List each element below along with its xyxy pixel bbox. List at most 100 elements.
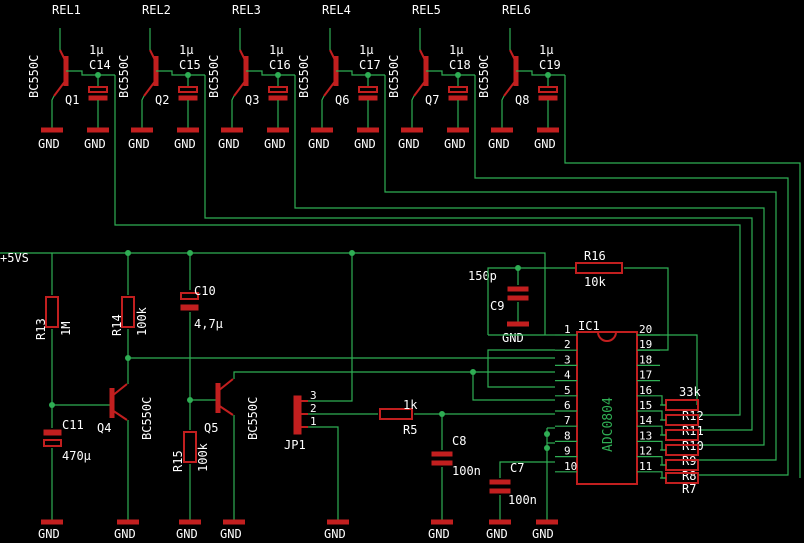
c9-ref: C9	[490, 299, 504, 313]
cap-value: 1µ	[89, 43, 103, 57]
gnd-label: GND	[398, 137, 420, 151]
ic-pin-number: 4	[564, 369, 571, 382]
r16-value: 10k	[584, 275, 606, 289]
c11-value: 470µ	[62, 449, 91, 463]
gnd-label: GND	[354, 137, 376, 151]
c7-value: 100n	[508, 493, 537, 507]
capacitor-c8: C8 100n GND	[428, 414, 481, 541]
cap-value: 1µ	[449, 43, 463, 57]
transistor-ref: Q3	[245, 93, 259, 107]
gnd-label: GND	[486, 527, 508, 541]
c8-value: 100n	[452, 464, 481, 478]
ic-pin-number: 19	[639, 338, 652, 351]
base-routing-wires	[114, 75, 801, 478]
supply-label: +5VS	[0, 251, 29, 265]
gnd-label: GND	[84, 137, 106, 151]
gnd-label: GND	[220, 527, 242, 541]
cap-value: 1µ	[269, 43, 283, 57]
transistor-type: BC550C	[297, 55, 311, 98]
ic-pin-number: 1	[564, 323, 571, 336]
r16-ref: R16	[584, 249, 606, 263]
gnd-label: GND	[218, 137, 240, 151]
gnd-label: GND	[38, 137, 60, 151]
ic-pin-number: 8	[564, 429, 571, 442]
jumper-jp1: 3 2 1 JP1 GND	[284, 253, 378, 541]
gnd-label: GND	[128, 137, 150, 151]
resistor-r15: R15 100k GND	[171, 397, 210, 541]
gnd-label: GND	[532, 527, 554, 541]
transistor-ref: Q2	[155, 93, 169, 107]
relay-label: REL5	[412, 3, 441, 17]
gnd-label: GND	[114, 527, 136, 541]
r15-ref: R15	[171, 450, 185, 472]
transistor-ref: Q8	[515, 93, 529, 107]
r14-value: 100k	[135, 306, 149, 336]
relay-label: REL4	[322, 3, 351, 17]
relay-label: REL6	[502, 3, 531, 17]
cap-ref: C16	[269, 58, 291, 72]
ic-pin-number: 13	[639, 429, 652, 442]
c9-value: 150p	[468, 269, 497, 283]
capacitor-c9: 150p C9 GND	[468, 268, 529, 345]
gnd-label: GND	[38, 527, 60, 541]
c10-ref: C10	[194, 284, 216, 298]
gnd-label: GND	[308, 137, 330, 151]
transistor-type: BC550C	[477, 55, 491, 98]
transistor-type: BC550C	[387, 55, 401, 98]
cap-ref: C17	[359, 58, 381, 72]
cap-value: 1µ	[359, 43, 373, 57]
r5-ref: R5	[403, 423, 417, 437]
r13-value: 1M	[59, 322, 73, 336]
r5-value: 1k	[403, 398, 418, 412]
q4-ref: Q4	[97, 421, 111, 435]
ic-pin-number: 20	[639, 323, 652, 336]
transistor-ref: Q6	[335, 93, 349, 107]
ic-pin-number: 5	[564, 384, 571, 397]
ic1-ref: IC1	[578, 319, 600, 333]
gnd-label: GND	[444, 137, 466, 151]
relay-label: REL2	[142, 3, 171, 17]
capacitor-c10: C10 4,7µ	[180, 253, 223, 400]
jp1-pin-1: 1	[310, 415, 317, 428]
cap-ref: C15	[179, 58, 201, 72]
gnd-label: GND	[176, 527, 198, 541]
ic-pin-number: 17	[639, 369, 652, 382]
cap-value: 1µ	[179, 43, 193, 57]
ic-connection-wires: GND	[472, 334, 698, 541]
ic-pin-number: 6	[564, 399, 571, 412]
gnd-label: GND	[488, 137, 510, 151]
ic-pin-number: 11	[639, 460, 652, 473]
jp1-ref: JP1	[284, 438, 306, 452]
transistor-ref: Q1	[65, 93, 79, 107]
gnd-label: GND	[428, 527, 450, 541]
cap-ref: C18	[449, 58, 471, 72]
relay-label: REL1	[52, 3, 81, 17]
r13-ref: R13	[34, 318, 48, 340]
ladder-resistor-ref: R8	[682, 469, 696, 483]
ladder-value: 33k	[679, 385, 701, 399]
ladder-resistor-ref: R7	[682, 482, 696, 496]
jp1-pin-3: 3	[310, 389, 317, 402]
c11-ref: C11	[62, 418, 84, 432]
ic-pin-number: 18	[639, 353, 652, 366]
capacitor-c11: C11 470µ GND	[38, 402, 91, 541]
ic-pin-number: 7	[564, 414, 571, 427]
transistor-q4: Q4 BC550C GND	[52, 358, 154, 541]
ic-pin-number: 3	[564, 353, 571, 366]
supply-rail: +5VS	[0, 250, 546, 335]
resistor-r13: R13 1M	[34, 253, 73, 405]
q4-type: BC550C	[140, 397, 154, 440]
ic1-type: ADC0804	[601, 397, 616, 452]
ic-pin-number: 16	[639, 384, 652, 397]
jp1-pin-2: 2	[310, 402, 317, 415]
transistor-q5: Q5 BC550C GND	[190, 369, 555, 541]
